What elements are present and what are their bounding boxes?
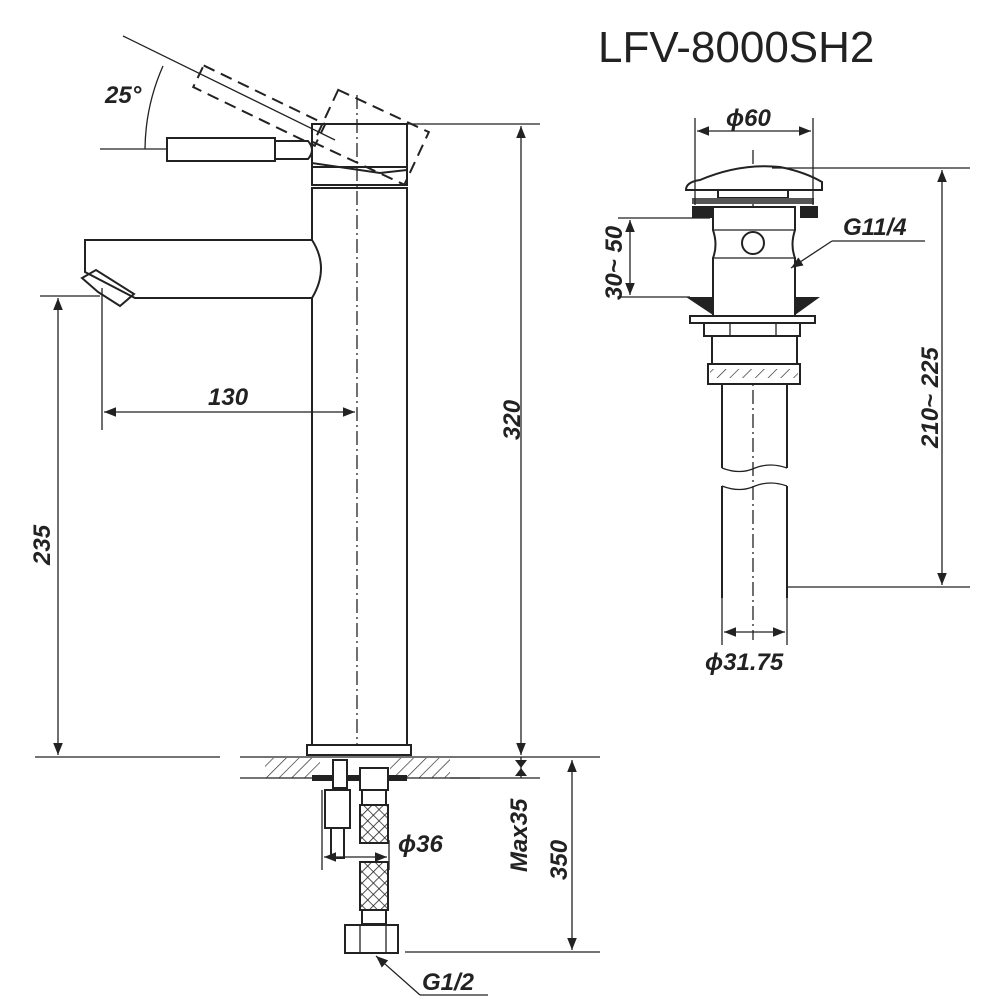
angle-label: 25° — [104, 82, 142, 109]
drain-body — [712, 206, 796, 319]
braided-hose-lower — [359, 861, 389, 911]
faucet-side-view: 25° 320 235 130 — [29, 35, 600, 996]
base-plate — [306, 744, 412, 756]
stud-nut — [324, 789, 351, 829]
tailpipe-lower — [721, 486, 788, 598]
spout-reach-label: 130 — [208, 384, 249, 411]
hose-thread-leader — [375, 955, 421, 996]
drain-thread-label: G11/4 — [843, 214, 907, 241]
handle-block — [311, 123, 408, 186]
hose-nut — [344, 924, 399, 954]
lever — [166, 137, 276, 162]
overflow-hole — [741, 231, 765, 255]
drain-thread-leader — [790, 240, 833, 269]
height-label: 320 — [499, 399, 526, 440]
tailpipe-upper — [721, 384, 788, 468]
model-title: LFV-8000SH2 — [598, 23, 874, 72]
spout-height-label: 235 — [29, 524, 56, 566]
clamp-range-label: 30~ 50 — [601, 225, 628, 300]
gasket — [686, 297, 820, 315]
hole-diameter-label: ϕ36 — [398, 831, 444, 858]
spout — [84, 239, 322, 299]
drain-length-label: 210~ 225 — [917, 347, 944, 449]
deck-thickness-label: Max35 — [506, 798, 533, 872]
hose-thread-label: G1/2 — [422, 969, 475, 996]
aerator — [80, 268, 136, 308]
flange — [689, 315, 816, 324]
lock-nut — [703, 322, 801, 337]
hose-fitting — [359, 767, 389, 791]
deck-hatch-right — [390, 758, 450, 778]
stud — [332, 759, 348, 789]
braided-hose-upper — [359, 804, 389, 844]
deck-hatch-left — [265, 758, 320, 778]
pipe-diameter-label: ϕ31.75 — [705, 649, 784, 676]
faucet-body — [311, 187, 408, 746]
angle-arc — [144, 65, 164, 150]
hose-length-label: 350 — [546, 839, 573, 880]
cap-diameter-label: ϕ60 — [726, 105, 772, 132]
drain-cap — [684, 165, 823, 191]
popup-drain-view: ϕ60 30~ 50 G11/4 210~ 225 ϕ31.75 — [601, 105, 970, 676]
